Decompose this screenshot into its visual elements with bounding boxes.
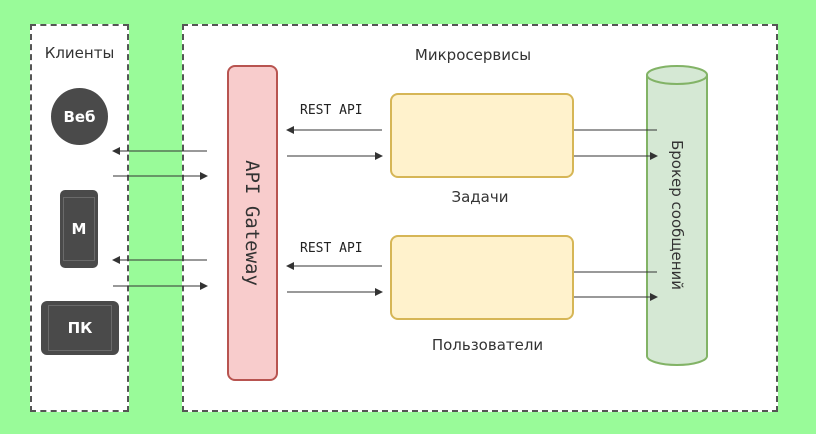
- api-gateway-label: API Gateway: [241, 160, 263, 286]
- pc-tablet-icon: ПК: [41, 301, 119, 355]
- mobile-client-label: М: [71, 220, 87, 238]
- message-broker-cylinder: [646, 65, 708, 366]
- mobile-phone-icon: М: [60, 190, 98, 268]
- rest-api-label-users: REST API: [300, 241, 363, 256]
- broker-label: Брокер сообщений: [668, 139, 686, 291]
- pc-screen: ПК: [48, 305, 112, 351]
- clients-title: Клиенты: [44, 44, 115, 62]
- rest-api-label-tasks: REST API: [300, 103, 363, 118]
- mobile-screen: М: [63, 197, 95, 261]
- microservices-title: Микросервисы: [414, 46, 532, 64]
- service-box-users: [390, 235, 574, 320]
- pc-client-label: ПК: [67, 319, 93, 337]
- web-client-icon: Веб: [51, 88, 108, 145]
- web-client-label: Веб: [63, 107, 96, 126]
- service-name-tasks: Задачи: [451, 188, 509, 206]
- api-gateway-block: [227, 65, 278, 381]
- service-name-users: Пользователи: [431, 336, 544, 354]
- service-box-tasks: [390, 93, 574, 178]
